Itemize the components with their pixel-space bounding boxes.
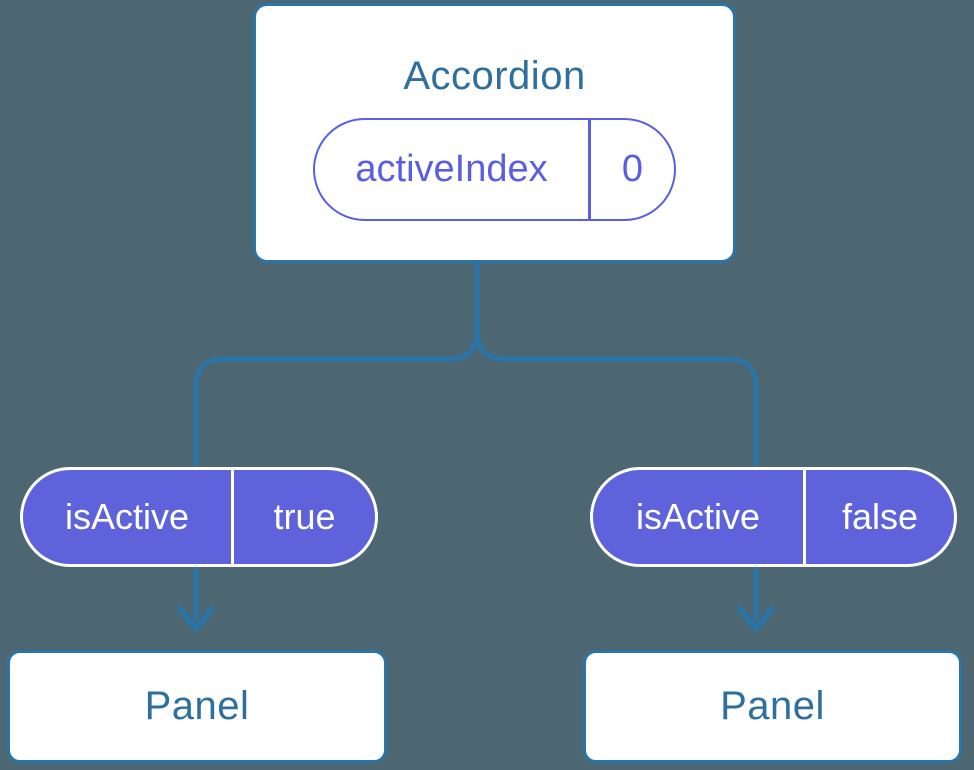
prop-pill-value: true — [273, 496, 336, 537]
accordion-node: Accordion activeIndex 0 — [253, 3, 736, 263]
state-pill-value: 0 — [621, 148, 644, 190]
state-pill-name: activeIndex — [315, 120, 591, 219]
branch-line-right — [474, 262, 759, 620]
panel-node-title: Panel — [144, 684, 250, 728]
prop-pill-value: false — [841, 496, 919, 537]
panel-node-right: Panel — [583, 650, 962, 763]
branch-line-left — [193, 262, 480, 620]
prop-pill-isactive-true: isActive true — [20, 467, 378, 567]
prop-pill-name: isActive — [593, 470, 806, 564]
panel-node-left: Panel — [7, 650, 387, 763]
prop-pill-isactive-false: isActive false — [590, 467, 957, 567]
arrow-down-icon — [737, 606, 775, 632]
panel-node-title: Panel — [720, 684, 825, 728]
state-pill: activeIndex 0 — [313, 118, 676, 221]
prop-pill-name: isActive — [23, 470, 234, 564]
accordion-node-title: Accordion — [403, 54, 586, 98]
arrow-down-icon — [177, 606, 215, 632]
